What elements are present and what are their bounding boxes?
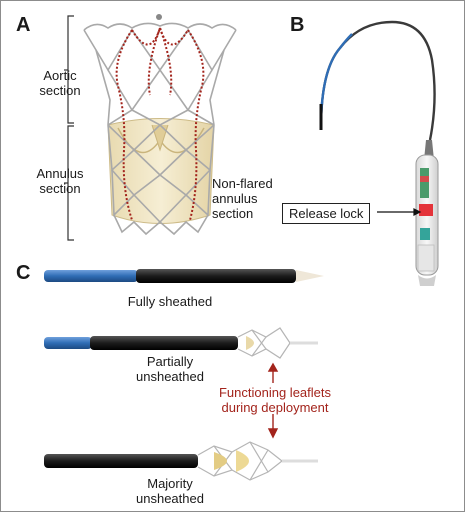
section-brackets — [64, 15, 74, 241]
partially-unsheathed-label: Partially unsheathed — [136, 354, 204, 384]
delivery-catheter — [319, 20, 436, 141]
majority-unsheathed-label: Majority unsheathed — [136, 476, 204, 506]
valve-illustration — [83, 14, 237, 236]
panel-label-b: B — [290, 14, 305, 36]
release-lock-label: Release lock — [282, 203, 371, 224]
aortic-section-label: Aortic section — [39, 68, 81, 98]
delivery-handle — [415, 140, 439, 286]
fully-sheathed-label: Fully sheathed — [127, 294, 213, 309]
catheter-fully-sheathed — [44, 269, 324, 283]
functioning-leaflets-label: Functioning leaflets during deployment — [218, 385, 331, 415]
annulus-section-label: Annulus section — [36, 166, 84, 196]
release-lock-arrow — [377, 208, 422, 216]
panel-label-a: A — [16, 14, 31, 36]
nonflared-annulus-label: Non-flared annulus section — [212, 176, 273, 221]
catheter-majority-unsheathed — [44, 441, 318, 481]
catheter-partially-unsheathed — [44, 327, 318, 359]
functioning-leaflets-arrows — [267, 362, 279, 439]
panel-label-c: C — [16, 262, 31, 284]
